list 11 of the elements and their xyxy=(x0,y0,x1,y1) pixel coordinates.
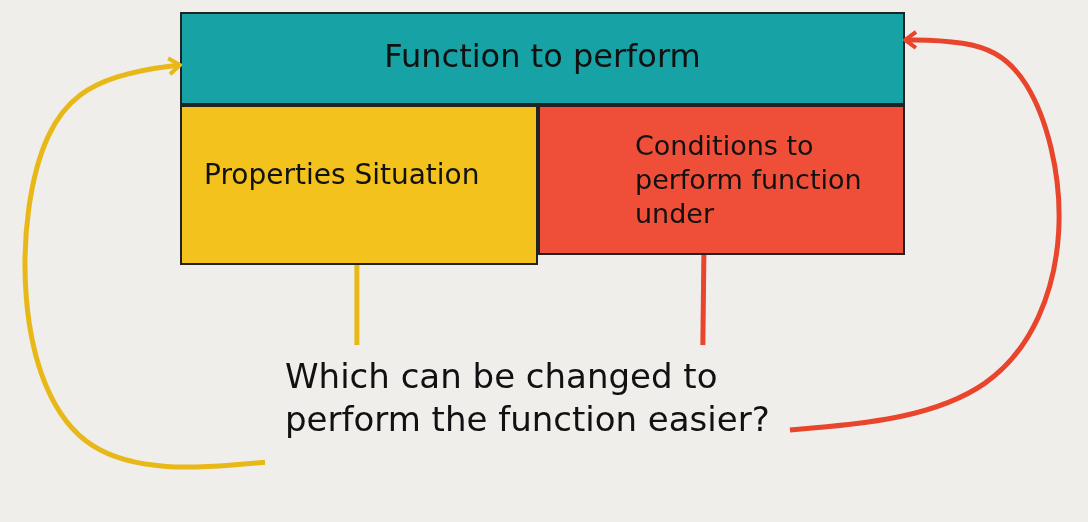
connector-line xyxy=(700,254,707,346)
curved-arrow xyxy=(789,29,1062,433)
connector-line xyxy=(354,265,360,345)
category-box xyxy=(180,105,538,265)
header-box xyxy=(180,12,905,105)
curved-arrow xyxy=(22,56,266,470)
category-box xyxy=(538,105,905,255)
box-label: Properties Situation xyxy=(204,157,481,192)
box-label: Conditions to perform function under xyxy=(635,129,863,231)
box-label: Function to perform xyxy=(383,36,702,76)
question-text: Which can be changed to perform the function easier? xyxy=(265,345,790,515)
